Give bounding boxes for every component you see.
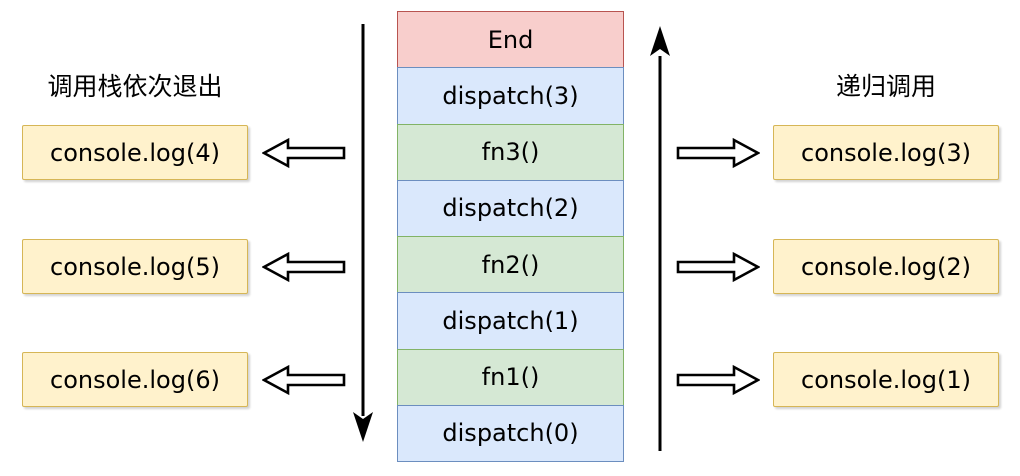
- arrow-up-icon: [646, 24, 674, 451]
- call-stack-row-dispatch-2-label: dispatch(2): [442, 194, 579, 223]
- right-log-box-3-label: console.log(1): [801, 365, 971, 394]
- call-stack-row-end-label: End: [487, 25, 534, 54]
- call-stack-row-dispatch-0-label: dispatch(0): [442, 419, 579, 448]
- call-stack-row-fn1: fn1(): [397, 348, 624, 406]
- left-log-box-3: console.log(6): [22, 352, 248, 407]
- right-log-box-3: console.log(1): [773, 352, 999, 407]
- arrow-down-icon: [349, 24, 377, 444]
- call-stack-row-fn3-label: fn3(): [481, 138, 540, 167]
- right-log-box-2-label: console.log(2): [801, 252, 971, 281]
- right-column-heading: 递归调用: [835, 72, 936, 101]
- call-stack-row-dispatch-1: dispatch(1): [397, 292, 624, 350]
- call-stack-row-fn2-label: fn2(): [481, 250, 540, 279]
- arrow-right-icon-2: [676, 250, 760, 284]
- right-log-box-1-label: console.log(3): [801, 138, 971, 167]
- call-stack-row-fn1-label: fn1(): [481, 363, 540, 392]
- arrow-left-icon-1: [262, 136, 346, 170]
- left-column-heading: 调用栈依次退出: [47, 72, 223, 101]
- call-stack-row-dispatch-3: dispatch(3): [397, 67, 624, 125]
- arrow-left-icon-3: [262, 363, 346, 397]
- left-log-box-3-label: console.log(6): [50, 365, 220, 394]
- right-log-box-2: console.log(2): [773, 239, 999, 294]
- left-log-box-2: console.log(5): [22, 239, 248, 294]
- arrow-left-icon-2: [262, 250, 346, 284]
- left-log-box-2-label: console.log(5): [50, 252, 220, 281]
- call-stack-row-dispatch-0: dispatch(0): [397, 404, 624, 462]
- call-stack-row-dispatch-3-label: dispatch(3): [442, 81, 579, 110]
- call-stack-row-dispatch-2: dispatch(2): [397, 179, 624, 237]
- left-log-box-1: console.log(4): [22, 125, 248, 180]
- arrow-right-icon-1: [676, 136, 760, 170]
- left-log-box-1-label: console.log(4): [50, 138, 220, 167]
- call-stack-row-fn2: fn2(): [397, 236, 624, 294]
- arrow-right-icon-3: [676, 363, 760, 397]
- call-stack-row-end: End: [397, 11, 624, 69]
- call-stack-row-fn3: fn3(): [397, 123, 624, 181]
- right-log-box-1: console.log(3): [773, 125, 999, 180]
- call-stack-column: End dispatch(3) fn3() dispatch(2) fn2() …: [397, 11, 624, 462]
- call-stack-row-dispatch-1-label: dispatch(1): [442, 306, 579, 335]
